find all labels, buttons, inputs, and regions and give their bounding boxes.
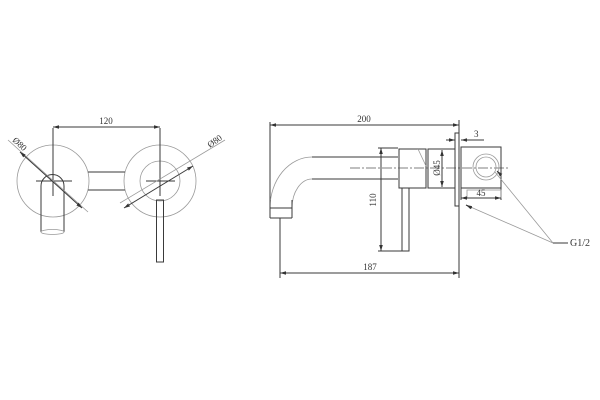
in-wall-box <box>460 146 502 189</box>
dim-left-plate-diameter: Ø80 <box>11 135 30 153</box>
handle-side <box>401 187 410 252</box>
front-view: 120 Ø80 Ø80 <box>7 116 226 263</box>
dim-box-depth: 45 <box>477 188 487 198</box>
handle-lever <box>156 199 164 263</box>
spout-side <box>270 156 398 209</box>
dim-spout-reach: 187 <box>363 262 377 272</box>
thread-callout: G1/2 <box>570 238 590 249</box>
dim-right-plate-diameter: Ø80 <box>205 132 224 149</box>
inlet-inner <box>475 156 497 178</box>
dim-plate-thickness: 3 <box>474 129 479 139</box>
dim-body-diameter: Ø45 <box>432 160 442 176</box>
inlet-outer <box>472 153 500 181</box>
mixer-body <box>398 148 427 189</box>
side-view: 200 110 Ø45 3 <box>269 114 590 278</box>
dim-spacing: 120 <box>99 116 113 126</box>
dim-overall-length: 200 <box>357 114 371 124</box>
dim-height: 110 <box>368 193 378 207</box>
wall-flange <box>454 132 460 207</box>
